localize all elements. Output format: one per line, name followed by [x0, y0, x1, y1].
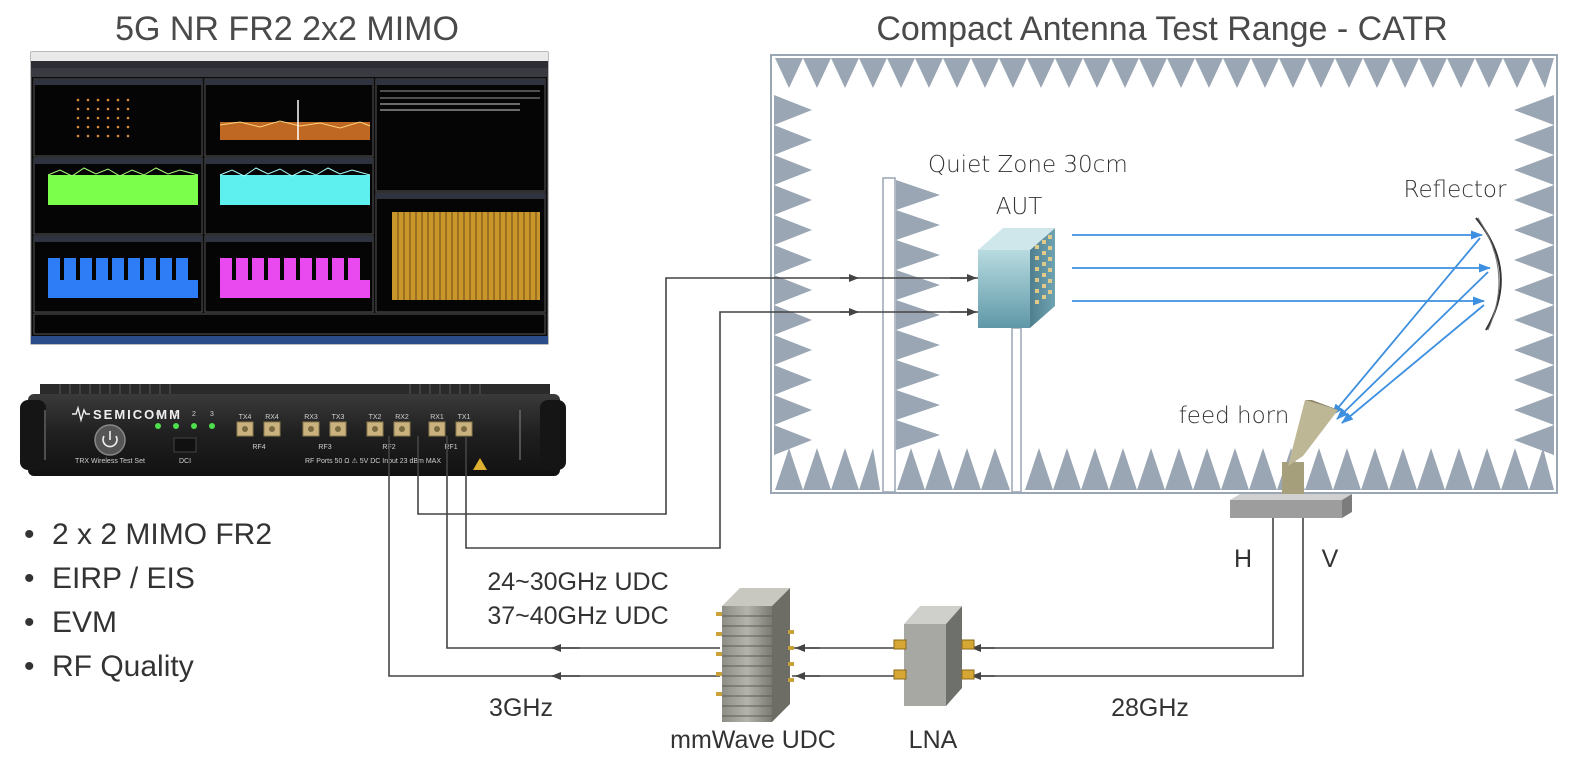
- group-label-rf3: RF3: [318, 444, 331, 451]
- led-number-3: 3: [210, 411, 214, 418]
- connection-wires: [388, 274, 1304, 680]
- if-3ghz-label: 3GHz: [489, 694, 553, 722]
- bullet-marker: •: [24, 606, 35, 639]
- port-label-tx4: TX4: [239, 414, 252, 421]
- port-label-tx3: TX3: [332, 414, 345, 421]
- rf-28ghz-label: 28GHz: [1111, 694, 1189, 722]
- beams: [1072, 230, 1491, 424]
- led-number-2: 2: [192, 411, 196, 418]
- warning-icon: [473, 458, 487, 470]
- udc-37-40-label: 37~40GHz UDC: [487, 602, 668, 630]
- aut-label: AUT: [996, 194, 1043, 220]
- dci-label: DCI: [179, 458, 191, 465]
- flatness-plot: [219, 100, 371, 140]
- bullet-item-3: EVM: [52, 606, 117, 639]
- constellation-plot: [76, 98, 130, 138]
- lna-label: LNA: [909, 726, 958, 754]
- port-label-tx2: TX2: [369, 414, 382, 421]
- bullet-marker: •: [24, 562, 35, 595]
- led-number-0: 0: [156, 411, 160, 418]
- udc-24-30-label: 24~30GHz UDC: [487, 568, 668, 596]
- status-leds: [155, 423, 215, 429]
- bullet-marker: •: [24, 518, 35, 551]
- mmwave-udc-label: mmWave UDC: [670, 726, 836, 754]
- aut-device: [978, 228, 1055, 493]
- port-label-rx2: RX2: [395, 414, 409, 421]
- left-title: 5G NR FR2 2x2 MIMO: [115, 10, 459, 48]
- right-title: Compact Antenna Test Range - CATR: [876, 10, 1447, 48]
- dci-port: [173, 437, 197, 453]
- group-label-rf1: RF1: [444, 444, 457, 451]
- spectrum-green: [48, 175, 198, 205]
- bullet-item-4: RF Quality: [52, 650, 194, 683]
- power-icon: [102, 435, 118, 448]
- lna-module: [893, 606, 975, 706]
- port-label-rx1: RX1: [430, 414, 444, 421]
- v-label: V: [1322, 545, 1339, 573]
- spectrum-cyan: [220, 175, 370, 205]
- bursts-magenta: [220, 258, 370, 298]
- semicomm-test-set: SEMICOMM TRX Wireless Test Set 0 1 2 3 D…: [20, 384, 566, 476]
- port-label-tx1: TX1: [458, 414, 471, 421]
- bursts-blue: [48, 258, 198, 298]
- feed-horn: [1230, 400, 1352, 518]
- device-brand: SEMICOMM: [93, 407, 182, 422]
- bullet-item-1: 2 x 2 MIMO FR2: [52, 518, 272, 551]
- led-number-1: 1: [174, 411, 178, 418]
- group-label-rf4: RF4: [252, 444, 265, 451]
- quiet-zone-label: Quiet Zone 30cm: [928, 152, 1128, 178]
- catr-chamber: [770, 54, 1558, 494]
- reflector-label: Reflector: [1404, 177, 1507, 203]
- bursts-gold: [392, 212, 540, 300]
- bullet-item-2: EIRP / EIS: [52, 562, 195, 595]
- feature-list: • 2 x 2 MIMO FR2 • EIRP / EIS • EVM • RF…: [24, 518, 272, 683]
- h-label: H: [1234, 545, 1252, 573]
- port-label-rx4: RX4: [265, 414, 279, 421]
- summary-table: [380, 90, 540, 111]
- analyzer-screenshot: [30, 51, 549, 345]
- bullet-marker: •: [24, 650, 35, 683]
- device-footer: RF Ports 50 Ω ⚠ 5V DC Input 23 dBm MAX: [305, 457, 441, 465]
- port-label-rx3: RX3: [304, 414, 318, 421]
- feed-horn-label: feed horn: [1179, 403, 1290, 429]
- device-subtitle: TRX Wireless Test Set: [75, 458, 145, 465]
- mmwave-udc-module: [716, 588, 794, 722]
